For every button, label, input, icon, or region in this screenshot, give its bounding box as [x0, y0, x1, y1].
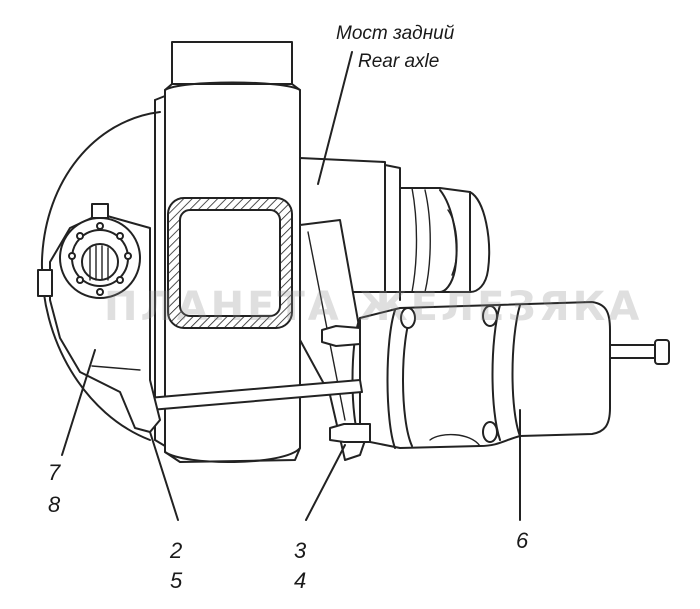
callout-8: 8: [48, 492, 61, 517]
callout-5: 5: [170, 568, 183, 593]
callout-3: 3: [294, 538, 307, 563]
brake-drum-cover: [40, 111, 161, 441]
leader-line-rear-axle: [317, 51, 353, 185]
mounting-bolt-upper: [321, 325, 361, 347]
mounting-bolt-lower: [329, 423, 371, 443]
watermark-text: ПЛАНЕТА ЖЕЛЕЗЯКА: [104, 284, 643, 330]
callout-4: 4: [294, 568, 307, 593]
leader-line-3: [305, 444, 346, 521]
drive-flange: [384, 164, 471, 293]
callout-2: 2: [170, 538, 183, 563]
rear-axle-label-en: Rear axle: [358, 51, 440, 72]
rear-axle-label-ru: Мост задний: [336, 23, 455, 44]
callout-7: 7: [48, 460, 61, 485]
leader-line-7: [61, 349, 96, 456]
callout-6: 6: [516, 528, 529, 553]
brake-chamber: [359, 301, 611, 449]
leader-line-2: [149, 431, 179, 521]
